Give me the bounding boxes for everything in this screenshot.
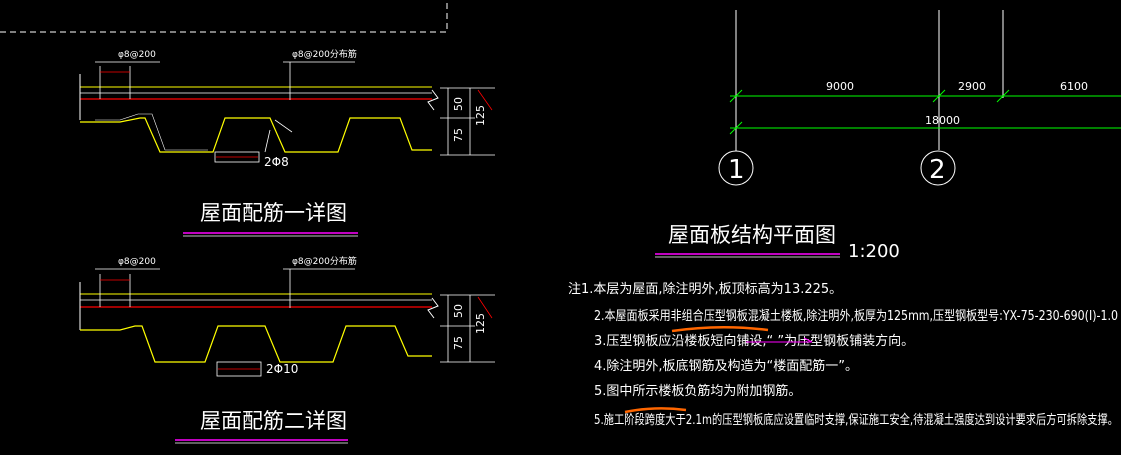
note-6: 5.施工阶段跨度大于2.1m的压型钢板底应设置临时支撑,保证施工安全,待混凝土强… (594, 412, 1118, 428)
dim-red-tick (477, 89, 493, 111)
right-break-mark (427, 89, 439, 111)
plan-dimensions: 9000 2900 6100 18000 1 2 (718, 10, 1121, 186)
highlight-stroke-1 (671, 326, 769, 333)
note-3: 3.压型钢板应沿楼板短向铺设,“ ”为压型钢板铺装方向。 (594, 333, 914, 349)
detail1-dim-top: 50 (452, 97, 465, 111)
detail2-dim-bottom: 75 (452, 336, 465, 350)
detail2-bottom-bar: 2Φ10 (266, 362, 298, 376)
bottom-bar-box (214, 151, 260, 163)
note-5: 5.图中所示楼板负筋均为附加钢筋。 (594, 383, 801, 399)
note-4: 4.除注明外,板底钢筋及构造为“楼面配筋一”。 (594, 358, 858, 374)
notes: 注1.本层为屋面,除注明外,板顶标高为13.225。 2.本屋面板采用非组合压型… (568, 281, 1118, 428)
dim-6100: 6100 (1060, 80, 1088, 93)
detail2-title: 屋面配筋二详图 (200, 409, 347, 433)
dim-2900: 2900 (958, 80, 986, 93)
detail2-rebar-left: φ8@200 (118, 257, 156, 267)
detail2-rebar-right: φ8@200分布筋 (292, 255, 357, 267)
deck-inner (95, 113, 208, 151)
detail1-bottom-bar: 2Φ8 (264, 155, 289, 169)
detail-2: φ8@200 φ8@200分布筋 2Φ10 50 75 125 屋面配筋二详图 (79, 255, 495, 444)
detail1-rebar-right: φ8@200分布筋 (292, 48, 357, 60)
dim-tick (729, 121, 743, 135)
detail1-rebar-left: φ8@200 (118, 50, 156, 60)
detail-1: φ8@200 φ8@200分布筋 2Φ8 50 75 125 屋面配筋一详图 (79, 48, 495, 237)
dim-tick (996, 89, 1010, 103)
axis-label-2: 2 (929, 155, 946, 185)
deck-profile (80, 325, 432, 363)
bottom-bar-leader (264, 129, 271, 153)
plan-title: 屋面板结构平面图 (668, 223, 836, 247)
plan-scale: 1:200 (848, 241, 900, 262)
detail2-dim-top: 50 (452, 304, 465, 318)
slope-dim-line (274, 119, 293, 133)
dim-red-tick (477, 296, 493, 319)
detail1-dim-total: 125 (474, 105, 487, 126)
dim-18000: 18000 (925, 114, 960, 127)
bottom-bar-box (216, 361, 262, 377)
deck-profile (80, 117, 432, 153)
highlight-stroke-2 (624, 407, 687, 414)
note-2: 2.本屋面板采用非组合压型钢板混凝土楼板,除注明外,板厚为125mm,压型钢板型… (594, 308, 1118, 324)
dim-9000: 9000 (826, 80, 854, 93)
dim-tick (932, 89, 946, 103)
axis-label-1: 1 (728, 155, 745, 185)
dashed-frame (0, 0, 448, 33)
detail1-title: 屋面配筋一详图 (200, 201, 347, 225)
note-1: 注1.本层为屋面,除注明外,板顶标高为13.225。 (568, 281, 842, 297)
detail1-dim-bottom: 75 (452, 128, 465, 142)
detail2-dim-total: 125 (474, 313, 487, 334)
axis-bubble-2 (920, 150, 956, 186)
dim-tick (729, 89, 743, 103)
right-break-mark (427, 297, 439, 319)
